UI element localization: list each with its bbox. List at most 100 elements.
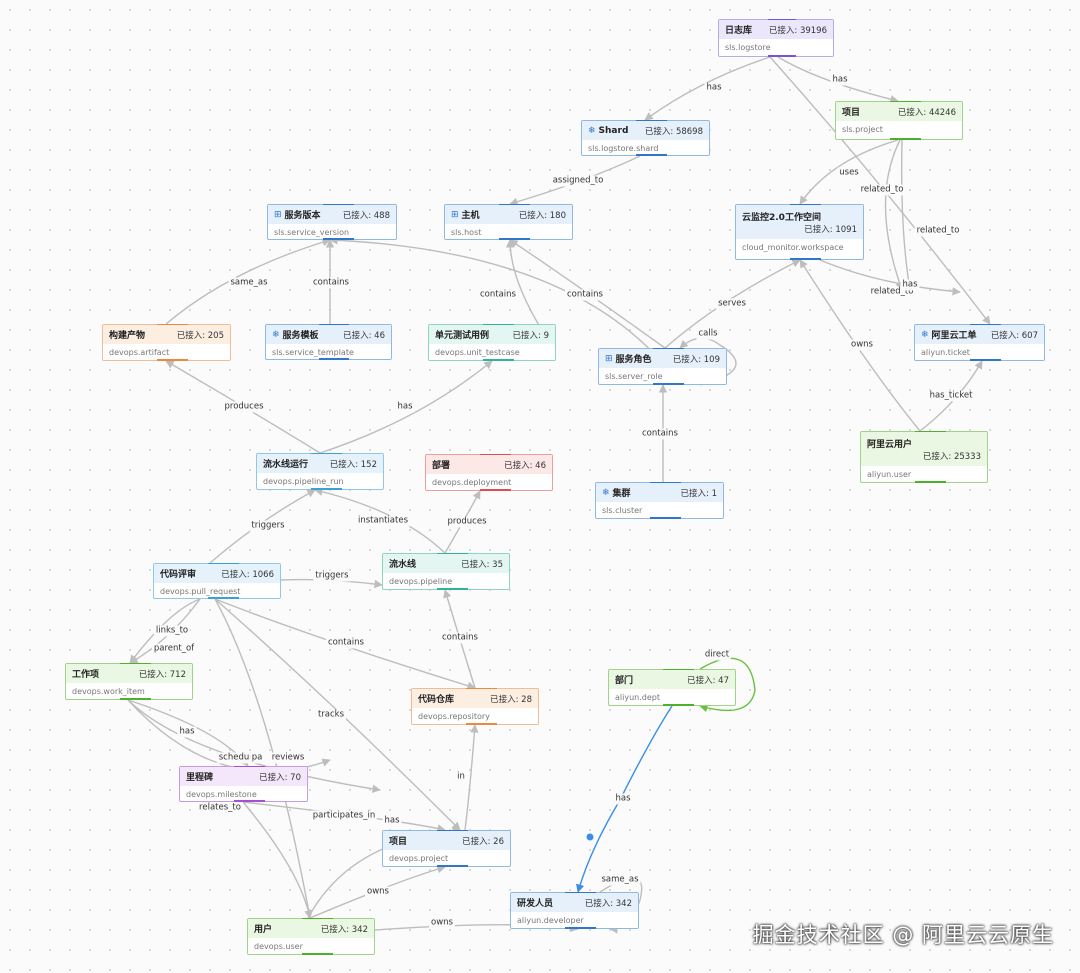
node-type: aliyun.developer	[517, 916, 584, 925]
edge-label: calls	[696, 328, 720, 340]
edge-label: links_to	[153, 625, 191, 637]
edge-owns[interactable]	[799, 259, 921, 432]
node-name: 项目	[842, 105, 898, 118]
node-title: 流水线	[389, 560, 417, 570]
node-type: sls.logstore.shard	[588, 144, 659, 153]
edge-label: contains	[565, 289, 605, 301]
node-title: 项目	[842, 108, 861, 118]
node-bottom-accent	[208, 597, 239, 599]
node-name: 流水线	[389, 557, 461, 570]
node-bottom-accent	[302, 953, 333, 955]
edge-related-to[interactable]	[884, 139, 904, 291]
edge-same-as[interactable]	[165, 238, 331, 325]
node-type: cloud_monitor.workspace	[742, 243, 844, 252]
edge-tracks[interactable]	[214, 598, 461, 831]
edge-handle-dot[interactable]	[586, 833, 594, 841]
watermark: 掘金技术社区 @ 阿里云云原生	[752, 923, 1054, 947]
node-title: 阿里云用户	[867, 439, 913, 450]
node-bottom-accent	[890, 138, 921, 140]
edge-label: owns	[429, 917, 455, 929]
edge-label: same_as	[228, 277, 270, 289]
node-bottom-accent	[437, 588, 468, 590]
node-count: 已接入: 342	[584, 898, 632, 909]
node-type: sls.logstore	[725, 43, 771, 52]
node-count: 已接入: 25333	[922, 451, 981, 462]
node-count: 已接入: 342	[320, 924, 368, 935]
node-bottom-accent	[636, 154, 667, 156]
edge-label: has	[382, 815, 402, 827]
edge-has[interactable]	[777, 56, 899, 104]
node-type: sls.project	[842, 125, 883, 134]
node-bottom-accent	[915, 481, 946, 483]
node-name: 工作项	[72, 667, 139, 680]
edge-label: pa	[249, 752, 265, 764]
edge-produces[interactable]	[444, 490, 481, 554]
edge-label: related_to	[858, 184, 906, 196]
grid-icon: ⊞	[274, 209, 282, 220]
edge-has[interactable]	[900, 139, 913, 291]
edge-pa[interactable]	[127, 699, 381, 793]
node-title: 服务版本	[284, 211, 321, 221]
edge-owns[interactable]	[309, 865, 446, 919]
node-name: 用户	[254, 922, 321, 935]
edge-label: assigned_to	[550, 175, 606, 187]
node-name: ⊞服务版本	[274, 208, 343, 222]
node-type: sls.service_version	[274, 228, 350, 237]
node-bottom-accent	[234, 800, 265, 802]
edge-has[interactable]	[644, 56, 771, 121]
node-header: 构建产物已接入: 205	[103, 325, 230, 344]
edge-uses[interactable]	[799, 139, 899, 205]
edge-contains[interactable]	[505, 239, 546, 336]
edge-links-to[interactable]	[129, 598, 201, 664]
node-name: ❄Shard	[588, 126, 645, 136]
edge-schedules[interactable]	[214, 598, 313, 919]
edge-has[interactable]	[319, 360, 493, 454]
edge-label: produces	[222, 401, 266, 413]
edge-in[interactable]	[464, 724, 479, 831]
node-count: 已接入: 44246	[897, 107, 956, 118]
edge-label: has	[900, 279, 920, 291]
node-bottom-accent	[323, 238, 354, 240]
node-count: 已接入: 26	[462, 836, 504, 847]
node-type: devops.pipeline_run	[263, 477, 344, 486]
node-type: sls.service_template	[272, 348, 354, 357]
node-count: 已接入: 46	[343, 330, 385, 341]
node-name: 阿里云用户	[867, 437, 981, 450]
edge-label: direct	[702, 649, 732, 661]
edge-label: in	[455, 771, 467, 783]
edge-related-to[interactable]	[819, 259, 961, 296]
node-workspace[interactable]: 云监控2.0工作空间已接入: 1091 cloud_monitor.workspa…	[735, 204, 864, 260]
node-bottom-accent	[466, 723, 497, 725]
node-type: sls.host	[451, 228, 482, 237]
edge-contains[interactable]	[509, 239, 666, 349]
edge-relates-to[interactable]	[242, 801, 313, 919]
node-sls-project[interactable]: 项目 已接入: 44246 sls.project	[835, 101, 963, 140]
edge-label: serves	[716, 298, 748, 310]
node-name: 云监控2.0工作空间	[742, 210, 857, 223]
node-count: 已接入: 1091	[804, 224, 857, 235]
edge-contains[interactable]	[329, 236, 661, 361]
